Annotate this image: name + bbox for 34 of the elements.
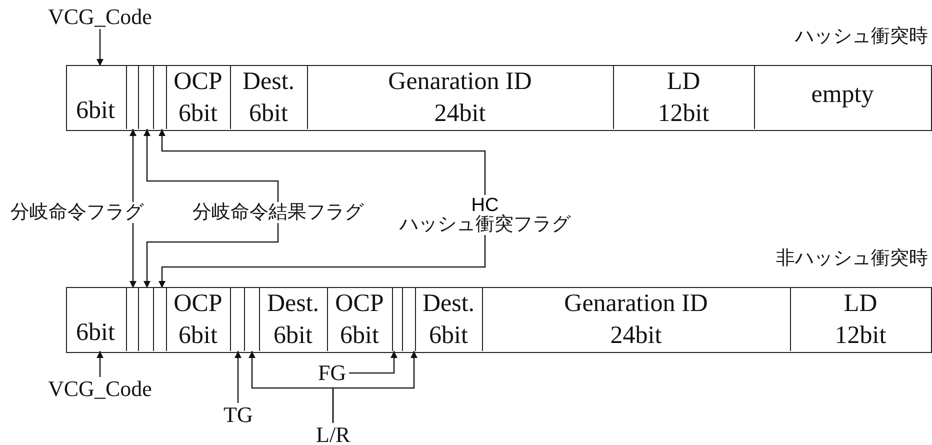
field-label: TG	[224, 404, 253, 426]
field-cell: OCP 6bit	[166, 288, 230, 351]
arrow	[158, 129, 486, 195]
field-label: FG	[318, 362, 346, 384]
field-label: VCG_Code	[48, 6, 152, 28]
arrow	[96, 29, 104, 66]
arrow	[158, 235, 486, 288]
field-label: VCG_Code	[48, 378, 152, 400]
field-cell: Genaration ID 24bit	[482, 288, 790, 351]
field-cell: LD 12bit	[614, 66, 754, 129]
arrow	[130, 223, 136, 288]
field-cell: LD 12bit	[790, 288, 930, 351]
field-cell: 6bit	[66, 66, 126, 129]
field-label: L/R	[316, 424, 350, 445]
flag-label: 分岐命令フラグ	[10, 203, 144, 222]
field-cell: empty	[754, 66, 930, 129]
flag-label: HC ハッシュ衝突フラグ	[400, 196, 570, 234]
field-cell: Dest. 6bit	[260, 288, 328, 351]
register-heading: ハッシュ衝突時	[795, 27, 928, 46]
arrow	[130, 129, 136, 202]
arrow	[144, 129, 279, 202]
arrow	[332, 351, 418, 423]
field-cell: Dest. 6bit	[230, 66, 308, 129]
field-cell: Dest. 6bit	[416, 288, 482, 351]
flag-label: 分岐命令結果フラグ	[192, 203, 364, 222]
arrow	[234, 351, 242, 403]
field-cell: OCP 6bit	[328, 288, 392, 351]
arrow	[349, 351, 398, 374]
field-cell: Genaration ID 24bit	[308, 66, 614, 129]
field-cell: 6bit	[66, 288, 126, 351]
arrow	[144, 223, 279, 288]
arrow	[96, 351, 104, 377]
register-heading: 非ハッシュ衝突時	[776, 249, 928, 268]
field-cell: OCP 6bit	[166, 66, 230, 129]
